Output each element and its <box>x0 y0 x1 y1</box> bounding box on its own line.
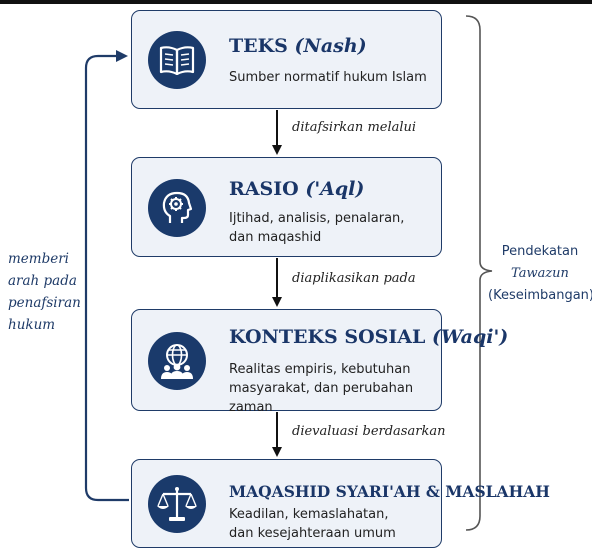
teks-title: TEKS (Nash) <box>229 35 367 57</box>
feedback-arrow <box>84 50 129 502</box>
bracket-label-line1: Pendekatan <box>501 244 579 259</box>
bracket-label: Pendekatan Tawazun (Keseimbangan) <box>488 241 592 307</box>
maqashid-desc-line1: Keadilan, kemaslahatan, <box>229 507 389 522</box>
konteks-desc-line2: masyarakat, dan perubahan zaman <box>229 381 414 415</box>
bracket-label-line3: (Keseimbangan) <box>488 288 592 303</box>
konteks-desc-line1: Realitas empiris, kebutuhan <box>229 362 411 377</box>
teks-title-main: TEKS <box>229 35 288 57</box>
maqashid-desc-line2: dan kesejahteraan umum <box>229 526 396 541</box>
head-gears-icon <box>148 179 206 237</box>
konteks-desc: Realitas empiris, kebutuhan masyarakat, … <box>229 360 441 417</box>
book-icon <box>148 31 206 89</box>
rasio-title-sub: ('Aql) <box>305 178 365 200</box>
rasio-desc-line1: Ijtihad, analisis, penalaran, <box>229 211 405 226</box>
maqashid-title: MAQASHID SYARI'AH & MASLAHAH <box>229 482 550 501</box>
connector-label-1: ditafsirkan melalui <box>292 120 417 135</box>
feedback-label-line2: arah pada <box>8 273 77 289</box>
bracket-label-line2: Tawazun <box>511 266 569 281</box>
konteks-title-main: KONTEKS SOSIAL <box>229 326 426 348</box>
rasio-desc: Ijtihad, analisis, penalaran, dan maqash… <box>229 209 404 247</box>
feedback-label-line3: penafsiran <box>8 295 81 311</box>
maqashid-box: MAQASHID SYARI'AH & MASLAHAH Keadilan, k… <box>131 459 550 548</box>
teks-box: TEKS (Nash) Sumber normatif hukum Islam <box>131 10 442 109</box>
maqashid-desc: Keadilan, kemaslahatan, dan kesejahteraa… <box>229 505 396 543</box>
rasio-box: RASIO ('Aql) Ijtihad, analisis, penalara… <box>131 157 442 257</box>
connector-label-2: diaplikasikan pada <box>292 271 416 286</box>
right-bracket <box>465 15 493 531</box>
scales-icon <box>148 475 206 533</box>
konteks-box: KONTEKS SOSIAL (Waqi') Realitas empiris,… <box>131 309 508 415</box>
globe-people-icon <box>148 332 206 390</box>
rasio-desc-line2: dan maqashid <box>229 230 322 245</box>
konteks-title: KONTEKS SOSIAL (Waqi') <box>229 326 508 348</box>
top-border <box>0 0 592 4</box>
feedback-label-line4: hukum <box>8 317 56 333</box>
rasio-title: RASIO ('Aql) <box>229 178 364 200</box>
feedback-label: memberi arah pada penafsiran hukum <box>8 248 88 336</box>
rasio-title-main: RASIO <box>229 178 299 200</box>
feedback-label-line1: memberi <box>8 251 69 267</box>
teks-desc: Sumber normatif hukum Islam <box>229 70 427 85</box>
teks-title-sub: (Nash) <box>294 35 367 57</box>
connector-label-3: dievaluasi berdasarkan <box>292 424 446 439</box>
konteks-title-sub: (Waqi') <box>432 326 509 348</box>
